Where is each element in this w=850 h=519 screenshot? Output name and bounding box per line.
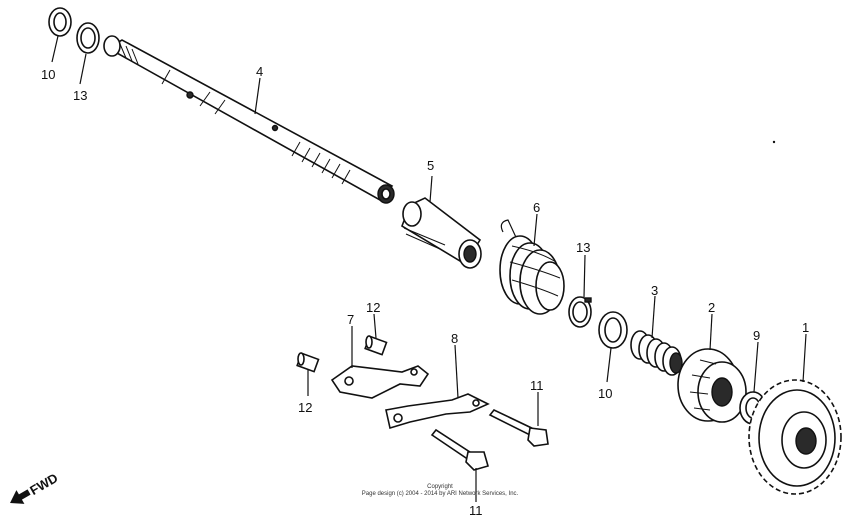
part-13-snap-ring-lower bbox=[568, 296, 592, 328]
part-5-collar bbox=[401, 197, 482, 269]
callout-7: 7 bbox=[347, 312, 354, 327]
callout-2: 2 bbox=[708, 300, 715, 315]
callout-1: 1 bbox=[802, 320, 809, 335]
callout-9: 9 bbox=[753, 328, 760, 343]
fwd-arrow-icon bbox=[10, 489, 31, 504]
part-12-dowel-pin-upper bbox=[364, 335, 388, 356]
callout-4: 4 bbox=[256, 64, 263, 79]
part-12-dowel-pin-lower bbox=[296, 352, 320, 373]
callout-12-lower: 12 bbox=[298, 400, 312, 415]
stray-mark bbox=[772, 140, 776, 144]
part-4-spindle bbox=[103, 35, 395, 204]
copyright-line-2: Page design (c) 2004 - 2014 by ARI Netwo… bbox=[361, 491, 519, 497]
copyright-line-1: Copyright bbox=[427, 484, 453, 490]
part-3-spring bbox=[630, 330, 683, 376]
part-13-snap-ring-upper bbox=[76, 22, 100, 54]
callout-3: 3 bbox=[651, 283, 658, 298]
part-11-bolt-lower bbox=[430, 428, 489, 471]
callout-8: 8 bbox=[451, 331, 458, 346]
part-11-bolt-right bbox=[488, 409, 549, 447]
callout-11-right: 11 bbox=[530, 378, 544, 393]
leader-lines bbox=[51, 35, 807, 502]
part-10-washer-upper bbox=[48, 7, 72, 37]
callout-6: 6 bbox=[533, 200, 540, 215]
callout-13-upper: 13 bbox=[73, 88, 87, 103]
callout-11-lower: 11 bbox=[469, 503, 483, 518]
part-6-spring bbox=[499, 219, 565, 315]
fwd-indicator: FWD bbox=[10, 470, 60, 504]
fwd-label: FWD bbox=[27, 470, 60, 498]
callout-5: 5 bbox=[427, 158, 434, 173]
part-7-stopper-plate bbox=[330, 365, 430, 399]
callout-12-upper: 12 bbox=[366, 300, 380, 315]
copyright-notice: Copyright Page design (c) 2004 - 2014 by… bbox=[300, 484, 580, 498]
part-2-ratchet bbox=[677, 348, 747, 423]
part-10-washer-lower bbox=[598, 311, 628, 349]
callout-10-lower: 10 bbox=[598, 386, 612, 401]
callout-labels: 1 2 3 4 5 6 7 8 9 10 10 11 11 12 12 13 1… bbox=[41, 64, 809, 518]
callout-10-upper: 10 bbox=[41, 67, 55, 82]
part-8-stopper bbox=[385, 393, 490, 430]
callout-13-lower: 13 bbox=[576, 240, 590, 255]
part-1-gear bbox=[748, 379, 842, 495]
